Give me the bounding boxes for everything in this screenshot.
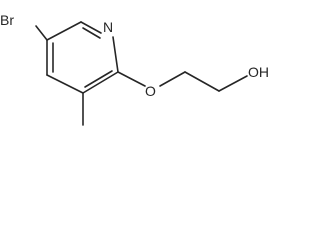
bond-ch2-oh [218, 75, 248, 92]
bond-c2-c3-inner [84, 70, 113, 88]
bond-c2-o [117, 71, 146, 87]
bond-c5-c6 [46, 21, 82, 41]
hydroxyl-label: OH [248, 64, 269, 80]
chemical-structure-diagram: Br N O OH [0, 12, 269, 126]
bond-n1-c2 [112, 36, 119, 73]
pyridine-ring [46, 21, 119, 94]
bond-c2-c3 [82, 71, 119, 94]
bond-c3-c4 [46, 74, 84, 94]
bond-o-ch2 [159, 71, 186, 87]
bond-c6-n1-inner [82, 27, 101, 39]
nitrogen-label: N [103, 19, 113, 35]
bond-ch2-ch2 [184, 71, 220, 92]
bromine-label: Br [0, 12, 14, 28]
ether-oxygen-label: O [145, 83, 156, 99]
bond-c6-n1 [80, 21, 102, 34]
bond-c5-br [35, 25, 48, 41]
